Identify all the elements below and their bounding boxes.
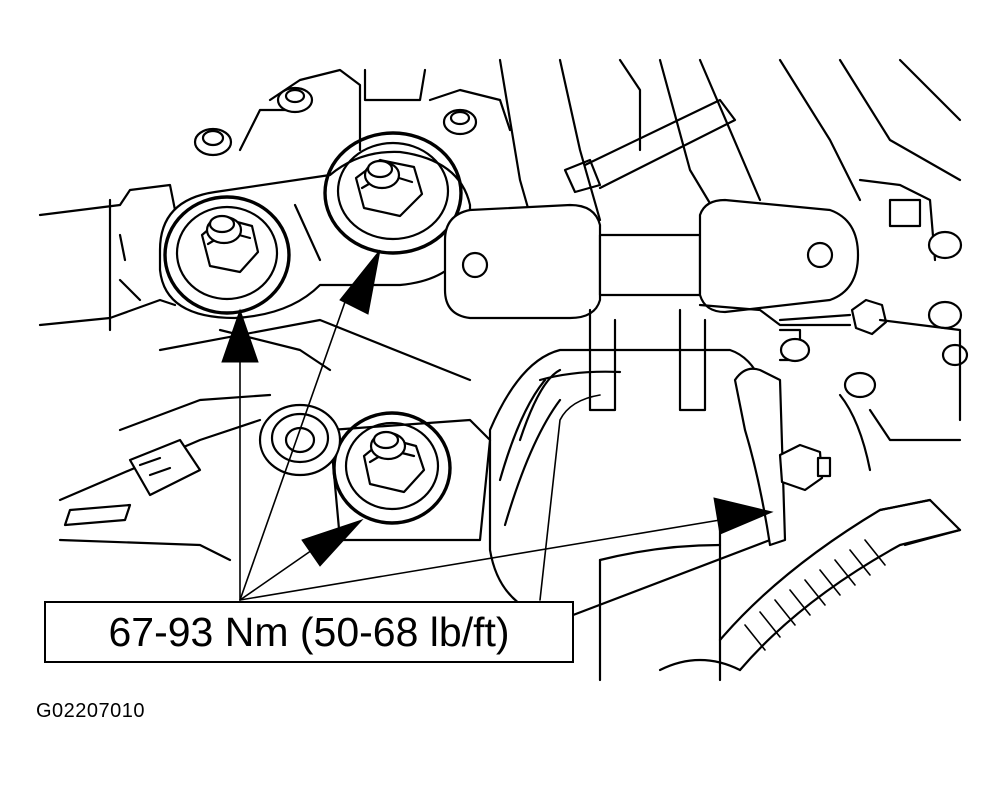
mount-strap: [443, 198, 860, 412]
arrowheads: [221, 249, 774, 567]
mount-body: [488, 348, 772, 682]
engine-block-outline: [38, 58, 962, 562]
bolt-upper-right: [323, 131, 463, 255]
figure-id: G02207010: [36, 700, 146, 722]
arrow-lower-bolt: [301, 518, 364, 567]
right-components: [778, 178, 969, 472]
bolt-upper-left: [163, 195, 291, 315]
arrow-side-bracket: [713, 497, 774, 535]
leader-lines: [239, 301, 721, 601]
arrow-upper-right-bolt: [339, 249, 381, 315]
background-studs: [193, 86, 737, 194]
torque-spec-callout: 67-93 Nm (50-68 lb/ft): [44, 601, 574, 663]
left-sensor: [128, 403, 342, 497]
bolt-lower: [328, 411, 492, 542]
torque-spec-text: 67-93 Nm (50-68 lb/ft): [108, 608, 510, 655]
corrugated-hose: [658, 498, 962, 672]
side-bracket: [733, 328, 832, 547]
arrow-upper-left-bolt: [221, 308, 259, 363]
